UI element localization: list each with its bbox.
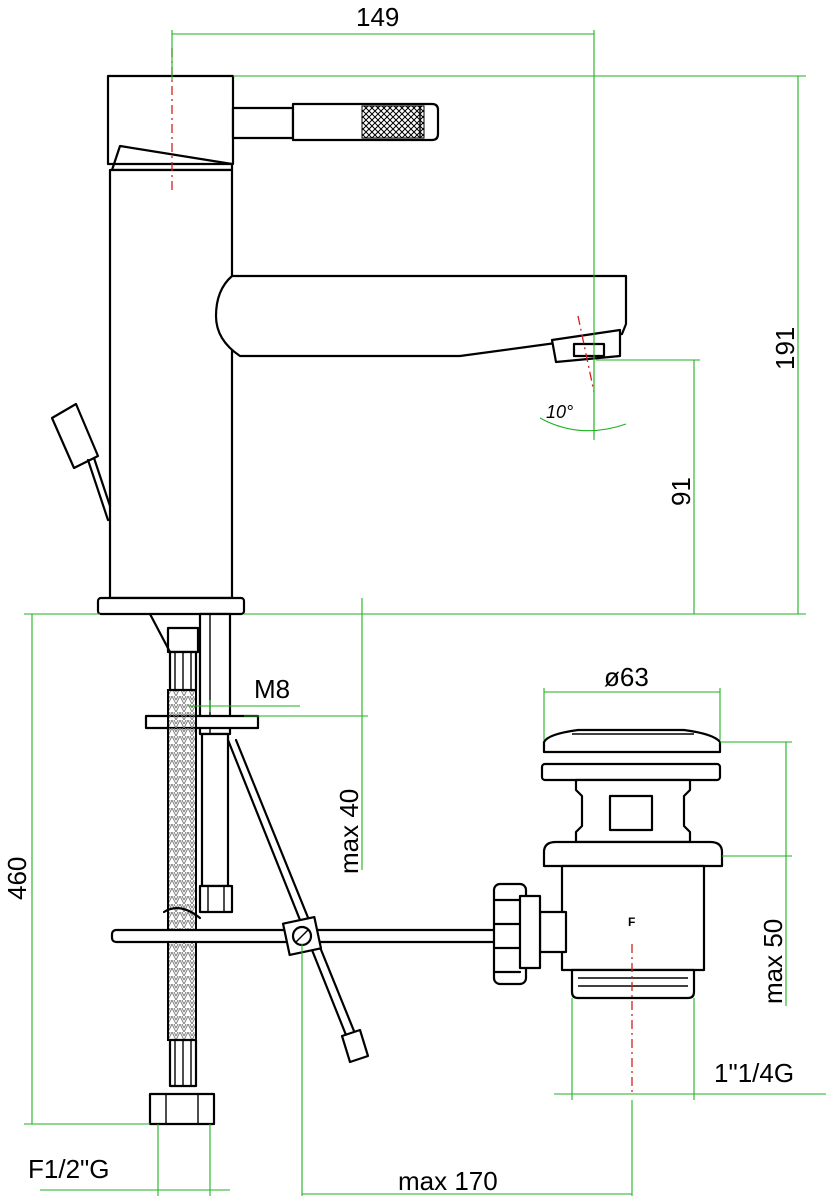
- dim-max-waste: max 50: [758, 919, 788, 1004]
- dim-inlet-thread: F1/2"G: [28, 1154, 109, 1184]
- dim-spout-angle: 10°: [546, 402, 573, 422]
- dim-max-deck: max 40: [334, 789, 364, 874]
- fixing-plate: [144, 714, 260, 730]
- under-deck-assembly: [110, 612, 506, 1126]
- body-column: [108, 168, 234, 600]
- waste-body-letter: F: [628, 915, 635, 929]
- base-ring: [96, 596, 246, 616]
- dim-overall-reach: 149: [356, 2, 399, 32]
- dimension-labels: 149 191 91 10° 460 M8 max 40 ø63 max 50 …: [2, 2, 800, 1196]
- waste-plug: [542, 728, 722, 754]
- dim-waste-diameter: ø63: [604, 662, 649, 692]
- flexible-hose: [148, 626, 216, 1126]
- waste-flange: [540, 762, 722, 782]
- dim-overall-height: 191: [770, 327, 800, 370]
- dim-spout-height: 91: [666, 477, 696, 506]
- dim-hose-length: 460: [2, 857, 32, 900]
- dim-waste-thread: 1"1/4G: [714, 1058, 794, 1088]
- lift-rod-knob: [50, 402, 112, 522]
- dimension-lines: [24, 30, 826, 1196]
- spout: [214, 274, 628, 358]
- pop-up-waste: F: [492, 728, 724, 1000]
- dim-rod-thread: M8: [254, 674, 290, 704]
- handle-cap: [106, 74, 235, 166]
- lever-handle: [231, 102, 440, 142]
- dim-max-rod-reach: max 170: [398, 1166, 498, 1196]
- faucet: [50, 74, 628, 616]
